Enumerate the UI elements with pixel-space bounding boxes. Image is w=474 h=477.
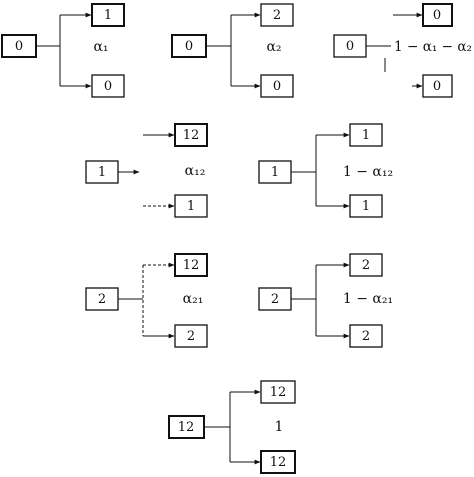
target-state-top-box [349, 253, 383, 277]
target-state-bottom-label: 0 [104, 79, 112, 94]
transition-block-0-to-2: 0 2 0 α₂ [171, 3, 294, 98]
target-state-top-box [174, 123, 208, 147]
target-state-bottom-label: 0 [433, 79, 441, 94]
source-state-label: 0 [346, 39, 354, 54]
target-state-bottom-box [174, 194, 208, 218]
source-state-label: 1 [98, 165, 106, 180]
transition-block-1-stay: 1 1 1 1 − α₁₂ [258, 123, 393, 218]
transition-probability: 1 − α₁ − α₂ [394, 39, 472, 55]
source-state-label: 12 [178, 420, 195, 435]
transition-block-2-stay: 2 2 2 1 − α₂₁ [258, 253, 393, 348]
source-state-label: 2 [271, 292, 279, 307]
target-state-top-box [260, 3, 294, 27]
target-state-top-label: 2 [273, 8, 281, 23]
transition-block-1-to-12: 1 12 1 α₁₂ [85, 123, 208, 218]
target-state-bottom-box [174, 324, 208, 348]
target-state-top-label: 1 [362, 128, 370, 143]
target-state-bottom-box [260, 450, 296, 474]
target-state-bottom-label: 2 [362, 329, 370, 344]
target-state-top-label: 12 [183, 128, 200, 143]
target-state-bottom-box [91, 74, 125, 98]
transition-probability: α₂ [266, 39, 281, 55]
source-state-label: 0 [15, 39, 23, 54]
target-state-top-label: 2 [362, 258, 370, 273]
transition-probability: 1 − α₁₂ [343, 164, 393, 180]
target-state-top-box [349, 123, 383, 147]
target-state-top-box [91, 3, 125, 27]
target-state-bottom-box [349, 194, 383, 218]
target-state-top-box [260, 380, 296, 404]
transition-probability: α₁ [93, 39, 108, 55]
target-state-bottom-box [260, 74, 294, 98]
transition-probability: α₂₁ [183, 291, 204, 307]
transition-probability: α₁₂ [185, 163, 206, 179]
target-state-top-label: 12 [183, 258, 200, 273]
target-state-top-box [174, 253, 208, 277]
transition-block-2-to-12: 2 12 2 α₂₁ [85, 253, 208, 348]
source-state-label: 2 [98, 292, 106, 307]
target-state-bottom-label: 12 [270, 455, 287, 470]
target-state-top-label: 1 [104, 8, 112, 23]
target-state-bottom-label: 0 [273, 79, 281, 94]
target-state-bottom-box [422, 74, 453, 98]
target-state-bottom-label: 2 [187, 329, 195, 344]
source-state-label: 0 [185, 39, 193, 54]
target-state-top-box [422, 3, 453, 27]
target-state-bottom-label: 1 [187, 199, 195, 214]
transition-block-12-stay: 12 12 12 1 [168, 380, 296, 474]
transition-block-0-to-1: 0 1 0 α₁ [1, 3, 125, 98]
target-state-top-label: 0 [433, 8, 441, 23]
transition-block-0-stay: 0 0 0 1 − α₁ − α₂ [333, 3, 472, 98]
target-state-bottom-label: 1 [362, 199, 370, 214]
target-state-top-label: 12 [270, 385, 287, 400]
source-state-label: 1 [271, 165, 279, 180]
transition-probability: 1 − α₂₁ [343, 291, 393, 307]
target-state-bottom-box [349, 324, 383, 348]
transition-probability: 1 [275, 419, 284, 435]
